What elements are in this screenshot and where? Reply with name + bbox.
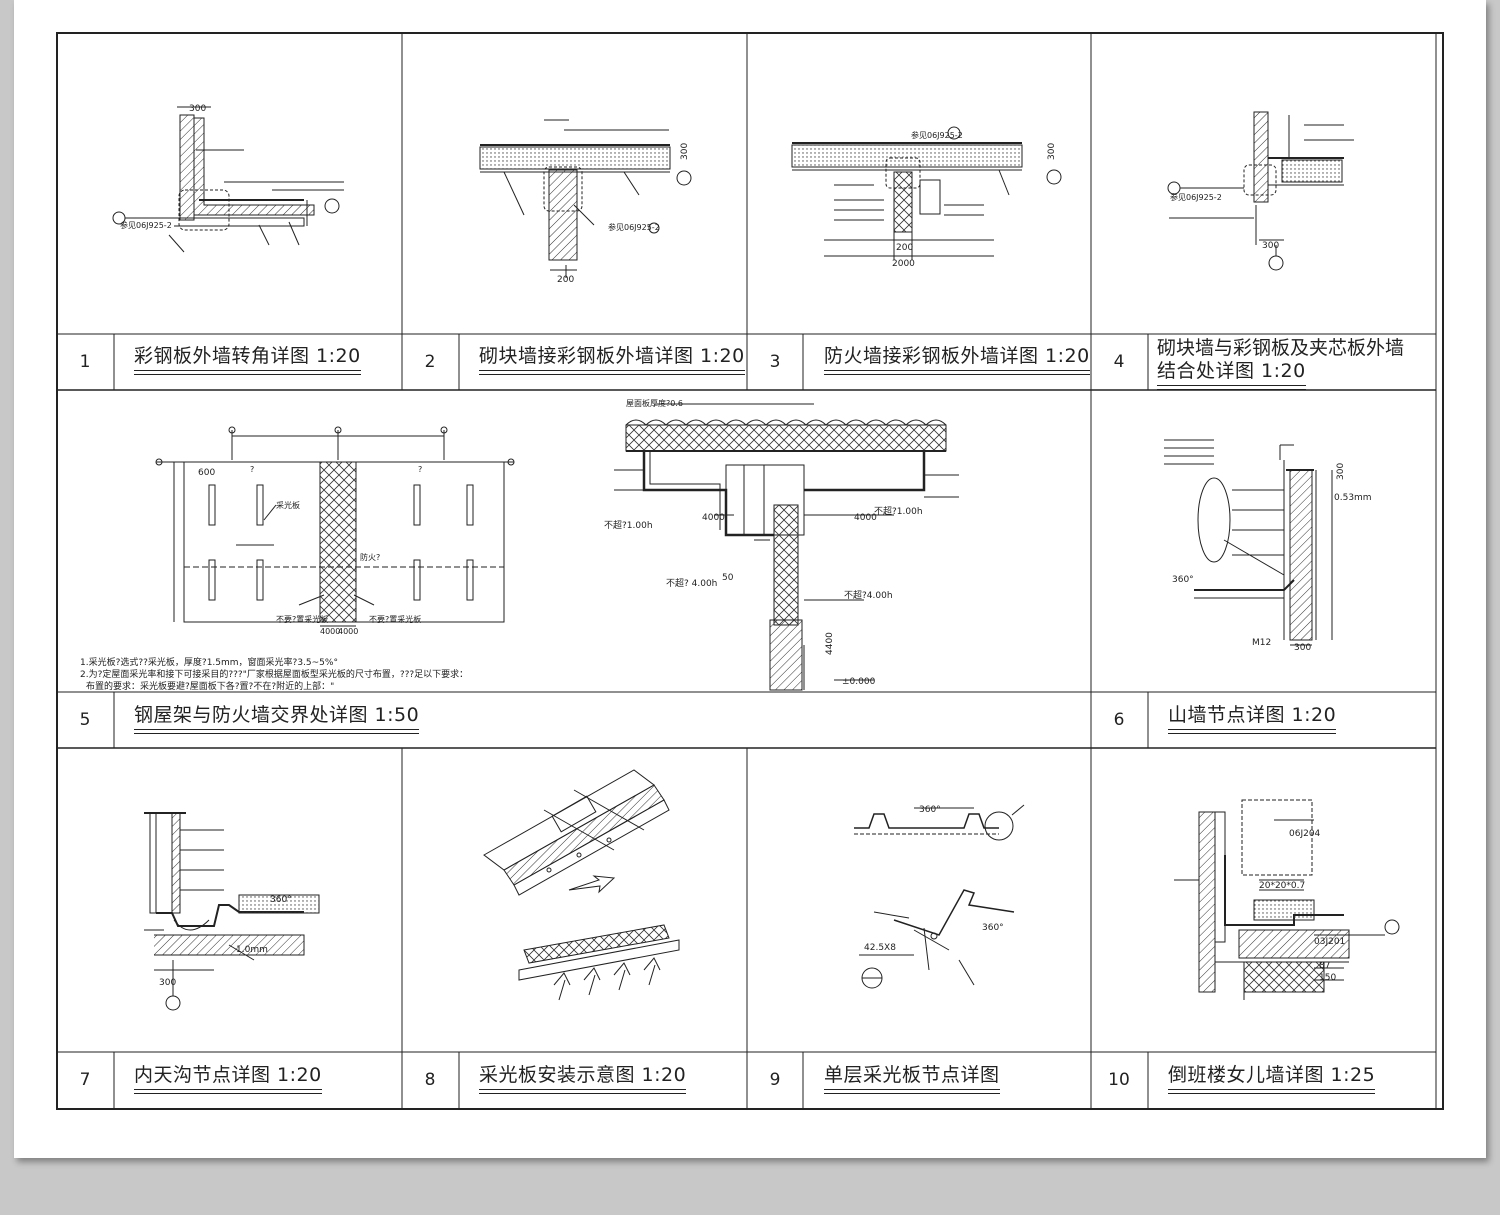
p5-dim-50: 50 (722, 573, 734, 583)
p2-ref: 参见06J925-2 (608, 222, 660, 232)
detail-1-number: 1 (79, 352, 91, 372)
p5-dim-4400: 4400 (825, 632, 835, 655)
p5-level-zero: ±0.000 (842, 677, 876, 687)
p10-ref1: 06J204 (1289, 829, 1321, 839)
p5-skylight: 采光板 (276, 500, 300, 510)
detail-3-drawing (791, 126, 1062, 260)
p4-dim-300: 300 (1262, 241, 1279, 251)
detail-2-title: 砌块墙接彩钢板外墙详图 1:20 (479, 345, 745, 375)
detail-5-number: 5 (79, 710, 91, 730)
p2-dim-200: 200 (557, 275, 574, 285)
detail-5-title: 钢屋架与防火墙交界处详图 1:50 (134, 704, 420, 734)
drawing-sheet: 300 参见06J925-2 300 200 参见06J925-2 参见06J9… (14, 0, 1486, 1158)
detail-7-drawing (144, 812, 320, 1011)
p4-ref: 参见06J925-2 (1170, 192, 1222, 202)
p5-roof-a: ? (250, 465, 254, 474)
detail-6-title: 山墙节点详图 1:20 (1168, 704, 1337, 734)
p5-note-3: 布置的要求：采光板要避?屋面板下各?置?不在?附近的上部：" (86, 682, 335, 692)
drawing-frame: 300 参见06J925-2 300 200 参见06J925-2 参见06J9… (56, 32, 1444, 1110)
p7-dim-300: 300 (159, 978, 176, 988)
detail-6-number: 6 (1113, 710, 1125, 730)
p5-no-skylight-right: 不要?置采光板 (369, 614, 421, 624)
p5-dim-4000-b: 4000 (338, 627, 358, 636)
detail-10-number: 10 (1108, 1070, 1130, 1090)
detail-9-number: 9 (769, 1070, 781, 1090)
p3-dim-300: 300 (1047, 143, 1057, 160)
p3-ref: 参见06J925-2 (911, 130, 963, 140)
detail-3-number: 3 (769, 352, 781, 372)
p5-level-400b: 不超?4.00h (844, 589, 893, 601)
p1-dim-300: 300 (189, 104, 206, 114)
detail-2-drawing (479, 119, 692, 278)
detail-4-title-line2: 结合处详图 1:20 (1157, 360, 1306, 390)
p5-dim-4000-left: 4000 (702, 513, 725, 523)
p5-roof-b: ? (418, 465, 422, 474)
detail-9-drawing (854, 804, 1025, 989)
detail-5-section (614, 403, 959, 691)
p9-dim: 42.5X8 (864, 943, 896, 953)
p5-level-100b: 不超?1.00h (874, 505, 923, 517)
detail-8-title: 采光板安装示意图 1:20 (479, 1064, 687, 1094)
p5-dim-4000-right: 4000 (854, 513, 877, 523)
detail-5-plan (155, 426, 515, 627)
detail-4-drawing (1167, 111, 1354, 271)
detail-8-drawing (483, 769, 680, 1001)
p7-360: 360° (270, 895, 292, 905)
p10-dim2: 87 (1319, 961, 1330, 971)
p10-dim3: 20*20*0.7 (1259, 881, 1305, 891)
detail-9-title: 单层采光板节点详图 (824, 1064, 1000, 1094)
p6-360: 360° (1172, 575, 1194, 585)
p6-dim-300b: 300 (1336, 463, 1346, 480)
detail-7-title: 内天沟节点详图 1:20 (134, 1064, 322, 1094)
p5-dim-600: 600 (198, 468, 215, 478)
p5-no-skylight-left: 不要?置采光板 (276, 614, 328, 624)
detail-2-number: 2 (424, 352, 436, 372)
p2-dim-300: 300 (680, 143, 690, 160)
detail-10-title: 倒班楼女儿墙详图 1:25 (1168, 1064, 1376, 1094)
p10-dim1: 150 (1319, 973, 1336, 983)
detail-6-drawing (1164, 439, 1333, 646)
p5-note-1: 1.采光板?选式??采光板，厚度?1.5mm，窗面采光率?3.5~5%° (80, 658, 338, 668)
p9-360-a: 360° (919, 805, 941, 815)
detail-10-drawing (1174, 799, 1400, 1000)
detail-4-number: 4 (1113, 352, 1125, 372)
p5-level-100: 不超?1.00h (604, 519, 653, 531)
p1-ref: 参见06J925-2 (120, 220, 172, 230)
p3-dim-2000: 2000 (892, 259, 915, 269)
p6-dim-053: 0.53mm (1334, 493, 1372, 503)
p6-dim-300: 300 (1294, 643, 1311, 653)
detail-1-drawing (112, 106, 344, 253)
detail-8-number: 8 (424, 1070, 436, 1090)
p7-thickness: 1.0mm (236, 945, 268, 955)
frame-lines (56, 32, 1444, 1110)
p5-note-2: 2.为?定屋面采光率和接下可接采目的???"厂家根据屋面板型采光板的尺寸布置，?… (80, 670, 469, 680)
p5-firewall: 防火? (360, 552, 380, 562)
detail-3-title: 防火墙接彩钢板外墙详图 1:20 (824, 345, 1090, 375)
p5-level-400: 不超? 4.00h (666, 577, 717, 589)
p3-dim-200: 200 (896, 243, 913, 253)
detail-7-number: 7 (79, 1070, 91, 1090)
detail-1-title: 彩钢板外墙转角详图 1:20 (134, 345, 361, 375)
p5-roof-thickness: 屋面板厚度?0.6 (626, 398, 683, 408)
p5-dim-4000-a: 4000 (320, 627, 340, 636)
p10-ref2: 03J201 (1314, 937, 1345, 947)
p6-m12: M12 (1252, 638, 1271, 648)
detail-4-title-line1: 砌块墙与彩钢板及夹芯板外墙 (1157, 337, 1405, 359)
p9-360-b: 360° (982, 923, 1004, 933)
